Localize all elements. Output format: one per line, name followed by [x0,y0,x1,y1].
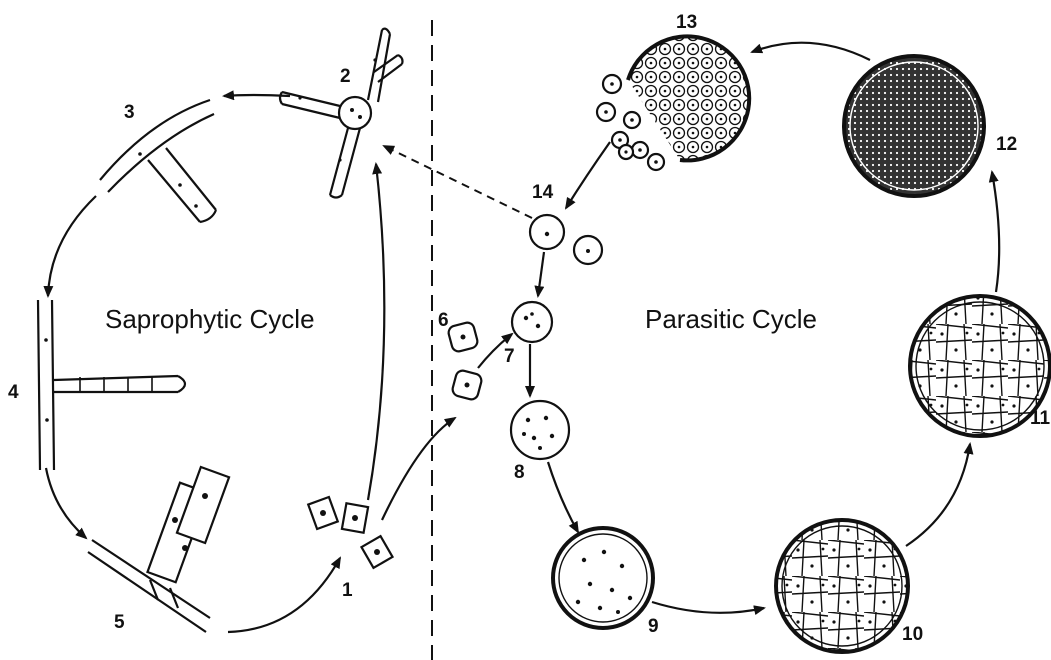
stage-2-germinating-arthroconidium [280,29,403,198]
arrow-12-to-13 [752,43,870,60]
stage-label-4: 4 [8,382,19,403]
stage-label-6: 6 [438,310,449,331]
stage-label-13: 13 [676,12,697,33]
stage-7-young-spherule [512,302,552,342]
stage-9-spherule-nuclear-division [553,528,653,628]
stage-10-spherule-segmentation [776,520,908,652]
stage-11-spherule-cleavage [910,296,1050,436]
arrow-2-to-3 [224,95,290,96]
stage-label-2: 2 [340,66,351,87]
arrow-9-to-10 [652,602,764,613]
arrow-4-to-5 [46,468,86,538]
parasitic-cycle-title: Parasitic Cycle [645,304,817,334]
arrow-3-to-4 [48,196,96,296]
arrow-1-to-6 [382,418,455,520]
arrow-5-to-1 [228,558,340,632]
stage-label-9: 9 [648,616,659,637]
stage-label-12: 12 [996,134,1017,155]
stage-13-rupturing-spherule [597,36,749,170]
stage-label-1: 1 [342,580,353,601]
arrow-14-to-7 [538,252,544,296]
stage-3-branching-hypha [100,100,216,222]
arrow-10-to-11 [906,444,970,546]
stage-label-3: 3 [124,102,135,123]
stage-6-rounding-arthroconidia [447,321,483,401]
stage-12-mature-spherule [844,56,984,196]
stage-14-endospores [530,215,602,264]
stage-label-14: 14 [532,182,554,203]
stage-8-enlarging-spherule [511,401,569,459]
stage-label-7: 7 [504,346,515,367]
arrow-13-to-14 [566,142,610,208]
arrow-1-to-2 [368,164,384,500]
arrow-8-to-9 [548,462,578,532]
stage-label-10: 10 [902,624,923,645]
stage-label-11: 11 [1030,408,1051,429]
stage-1-arthroconidia [308,497,392,568]
stage-label-5: 5 [114,612,125,633]
saprophytic-cycle-title: Saprophytic Cycle [105,304,315,334]
arrow-11-to-12 [992,172,999,292]
arrow-14-to-2 [384,146,532,218]
stage-label-8: 8 [514,462,525,483]
stage-5-arthroconidia-chain [88,467,229,632]
